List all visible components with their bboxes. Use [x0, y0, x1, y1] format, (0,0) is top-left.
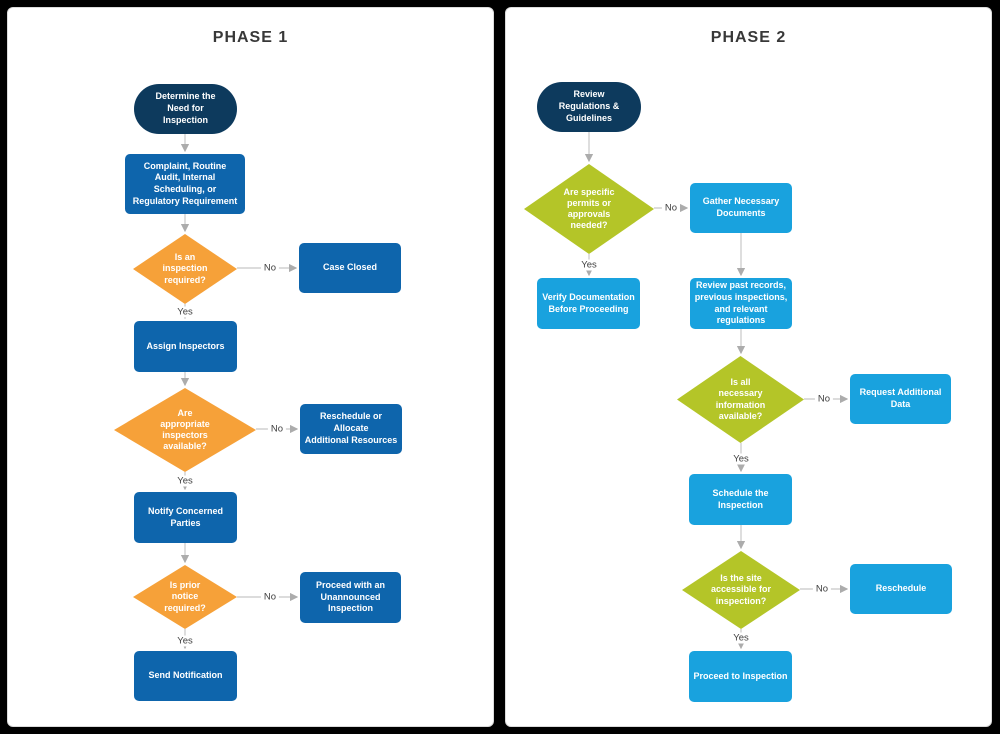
node-verify-documentation: Verify Documentation Before Proceeding: [537, 278, 640, 329]
phase2-panel: PHASE 2 Review Regulations & Guidelines …: [505, 7, 992, 727]
node-unannounced-inspection: Proceed with an Unannounced Inspection: [300, 572, 401, 623]
node-request-data: Request Additional Data: [850, 374, 951, 424]
decision-site-accessible: Is the site accessible for inspection?: [682, 551, 800, 629]
edge-label-yes: Yes: [578, 259, 600, 271]
node-case-closed: Case Closed: [299, 243, 401, 293]
diamond-shape-icon: [133, 565, 237, 629]
edge-label-yes: Yes: [730, 632, 752, 644]
node-send-notification: Send Notification: [134, 651, 237, 701]
node-review-regulations: Review Regulations & Guidelines: [537, 82, 641, 132]
node-proceed-inspection: Proceed to Inspection: [689, 651, 792, 702]
diamond-shape-icon: [677, 356, 804, 443]
diamond-shape-icon: [133, 234, 237, 304]
edge-label-yes: Yes: [174, 306, 196, 318]
phase2-title: PHASE 2: [710, 29, 787, 46]
edge-label-no: No: [814, 393, 834, 405]
node-gather-documents: Gather Necessary Documents: [690, 183, 792, 233]
node-notify-parties: Notify Concerned Parties: [134, 492, 237, 543]
diamond-shape-icon: [524, 164, 654, 254]
edge-label-no: No: [267, 423, 287, 435]
decision-inspection-required: Is an inspection required?: [133, 234, 237, 304]
edge-label-yes: Yes: [174, 475, 196, 487]
edge-label-no: No: [260, 591, 280, 603]
diamond-shape-icon: [114, 388, 256, 472]
diamond-shape-icon: [682, 551, 800, 629]
node-reschedule-allocate: Reschedule or Allocate Additional Resour…: [300, 404, 402, 454]
decision-prior-notice: Is prior notice required?: [133, 565, 237, 629]
edge-label-no: No: [260, 262, 280, 274]
edge-label-yes: Yes: [174, 635, 196, 647]
decision-permits-needed: Are specific permits or approvals needed…: [524, 164, 654, 254]
edge-label-yes: Yes: [730, 453, 752, 465]
node-review-records: Review past records, previous inspection…: [690, 278, 792, 329]
phase1-panel: PHASE 1 Determine the Need for Inspectio…: [7, 7, 494, 727]
node-schedule-inspection: Schedule the Inspection: [689, 474, 792, 525]
node-assign-inspectors: Assign Inspectors: [134, 321, 237, 372]
edge-label-no: No: [661, 202, 681, 214]
decision-information-available: Is all necessary information available?: [677, 356, 804, 443]
phase1-title: PHASE 1: [212, 29, 289, 46]
node-trigger-sources: Complaint, Routine Audit, Internal Sched…: [125, 154, 245, 214]
node-reschedule: Reschedule: [850, 564, 952, 614]
phase1-connectors: [180, 134, 299, 650]
node-determine-need: Determine the Need for Inspection: [134, 84, 237, 134]
edge-label-no: No: [812, 583, 832, 595]
decision-inspectors-available: Are appropriate inspectors available?: [114, 388, 256, 472]
